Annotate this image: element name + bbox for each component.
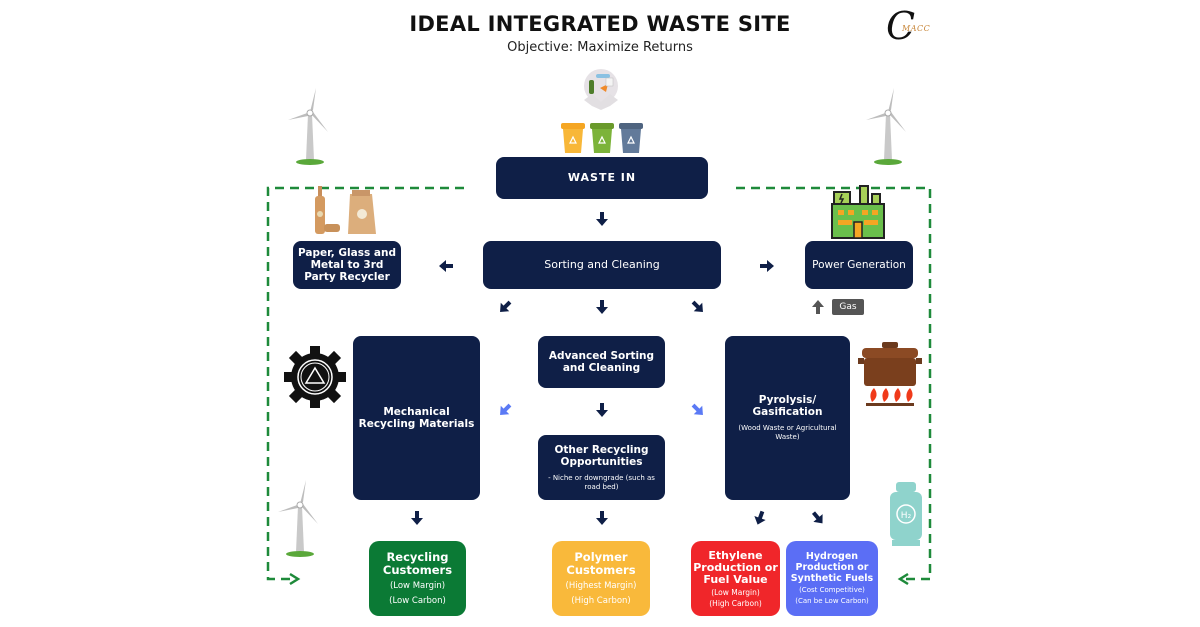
sorting-cleaning-label: Sorting and Cleaning [544,258,660,271]
mechanical-recycling-label: Mechanical Recycling Materials [358,406,475,430]
arrow-down-to-ethylene [751,509,769,527]
logo-letter: C [886,4,916,48]
arrow-down-left-to-mechanical [495,297,515,317]
polymer-customers-box: Polymer Customers (Highest Margin) (High… [552,541,650,616]
arrow-down-sorting-to-advanced [596,300,608,314]
hydrogen-production-box: Hydrogen Production or Synthetic Fuels (… [786,541,878,616]
arrow-advanced-to-pyrolysis [688,400,708,420]
hydrogen-production-margin: (Cost Competitive) [799,586,865,594]
advanced-sorting-box: Advanced Sorting and Cleaning [538,336,665,388]
svg-text:H₂: H₂ [901,511,912,521]
polymer-customers-label: Polymer Customers [566,549,636,577]
hydrogen-tank-icon: H₂ [890,482,922,546]
waste-in-label: WASTE IN [567,171,637,184]
wind-turbine-icon [288,88,328,165]
power-generation-box: Power Generation [805,241,913,289]
paper-glass-metal-box: Paper, Glass and Metal to 3rd Party Recy… [293,241,401,289]
other-recycling-label: Other Recycling Opportunities [554,443,649,468]
arrow-advanced-to-mechanical [495,400,515,420]
ethylene-production-label: Ethylene Production or Fuel Value [693,548,778,586]
paper-glass-metal-label: Paper, Glass and Metal to 3rd Party Recy… [298,247,396,283]
arrow-down-mechanical-to-recycling [411,511,423,525]
waste-sorting-icon [584,69,618,110]
power-generation-label: Power Generation [812,259,906,271]
logo-text: MACC [902,24,931,33]
polymer-customers-carbon: (High Carbon) [571,595,631,606]
left-loop-arrowhead [289,572,301,586]
recycling-bins-icon [561,123,643,153]
recycling-customers-box: Recycling Customers (Low Margin) (Low Ca… [369,541,466,616]
arrow-up-gas [812,300,824,314]
pyrolysis-note: (Wood Waste or Agricultural Waste) [738,424,837,441]
waste-in-box: WASTE IN [496,157,708,199]
right-loop-arrowhead [897,572,909,586]
ethylene-production-carbon: (High Carbon) [709,598,762,608]
bottle-and-paper-bag-icon [315,186,376,234]
mechanical-recycling-box: Mechanical Recycling Materials [353,336,480,500]
ethylene-production-margin: (Low Margin) [711,587,760,597]
arrow-down-right-to-pyrolysis [688,297,708,317]
hydrogen-production-carbon: (Can be Low Carbon) [795,597,869,605]
advanced-sorting-label: Advanced Sorting and Cleaning [548,350,655,374]
factory-icon [831,185,885,239]
arrow-down-waste-to-sorting [596,212,608,226]
recycling-customers-carbon: (Low Carbon) [389,595,446,606]
arrow-down-to-hydrogen [808,508,828,528]
page-subtitle: Objective: Maximize Returns [507,40,693,55]
pyrolysis-label: Pyrolysis/ Gasification [752,394,823,418]
arrow-right-to-power [760,260,774,272]
pyrolysis-box: Pyrolysis/ Gasification (Wood Waste or A… [725,336,850,500]
left-dashed-loop [266,186,464,581]
hydrogen-production-label: Hydrogen Production or Synthetic Fuels [790,551,874,584]
wind-turbine-icon [866,88,906,165]
right-dashed-loop [736,186,932,581]
polymer-customers-margin: (Highest Margin) [565,580,637,591]
page-title: IDEAL INTEGRATED WASTE SITE [409,12,791,36]
wind-turbine-icon [278,480,318,557]
recycling-customers-margin: (Low Margin) [389,580,446,591]
arrow-left-to-paper [439,260,453,272]
gas-badge: Gas [832,299,864,315]
cooking-pot-fire-icon [858,342,922,406]
sorting-cleaning-box: Sorting and Cleaning [483,241,721,289]
other-recycling-box: Other Recycling Opportunities - Niche or… [538,435,665,500]
arrow-down-other-to-polymer [596,511,608,525]
recycling-customers-label: Recycling Customers [382,549,453,577]
other-recycling-note: - Niche or downgrade (such as road bed) [548,473,655,491]
gear-recycle-icon [284,346,346,408]
ethylene-production-box: Ethylene Production or Fuel Value (Low M… [691,541,780,616]
arrow-down-advanced-to-other [596,403,608,417]
logo: C MACC [884,4,934,48]
